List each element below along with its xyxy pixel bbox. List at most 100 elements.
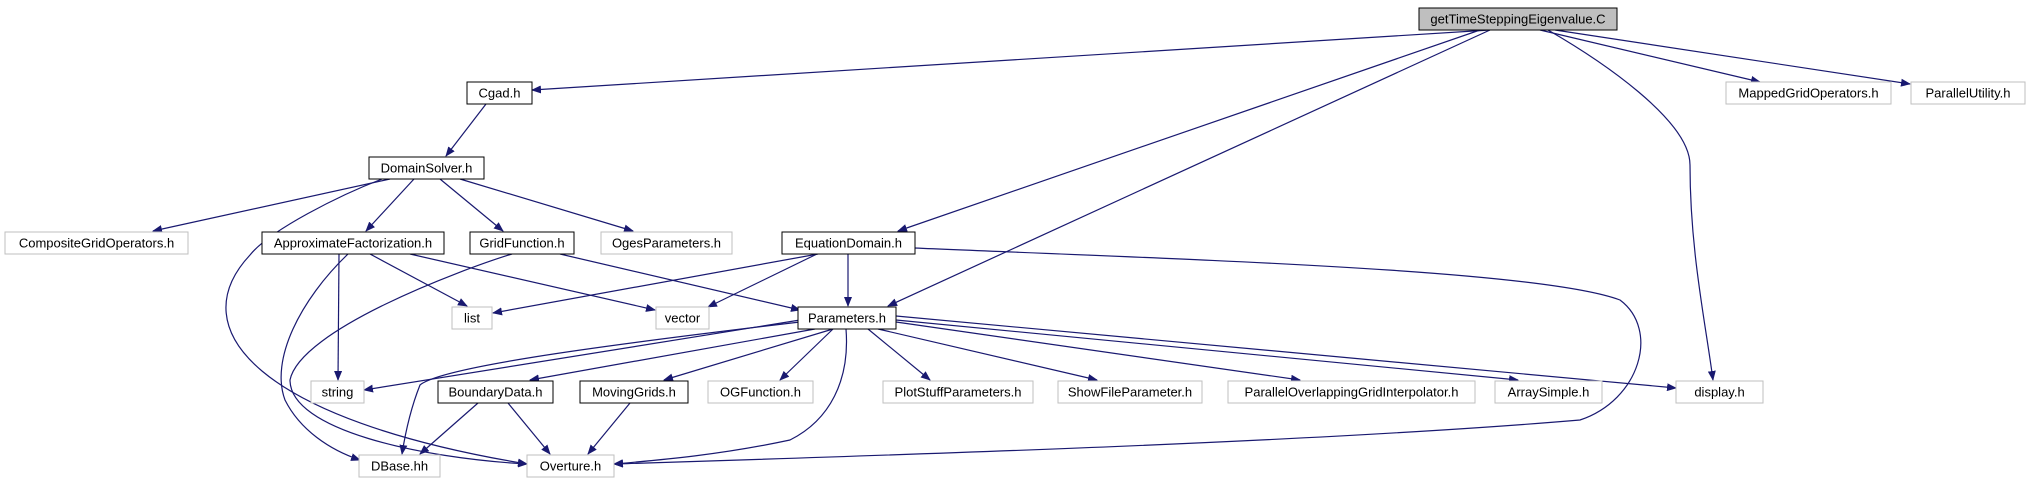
node-gf[interactable]: GridFunction.h: [469, 231, 575, 255]
nodes-layer: getTimeSteppingEigenvalue.C Cgad.h MappedG…: [4, 7, 2026, 478]
node-box-display: [1675, 380, 1764, 404]
node-box-pogi: [1227, 380, 1476, 404]
node-box-ds: [368, 156, 485, 180]
node-mg[interactable]: MovingGrids.h: [579, 380, 689, 404]
edge-root-to-pu: [1554, 29, 1911, 87]
node-label-pu: ParallelUtility.h: [1925, 86, 2010, 101]
node-params[interactable]: Parameters.h: [797, 306, 897, 330]
edge-af-to-string: [334, 253, 343, 381]
node-box-af: [261, 231, 445, 255]
node-box-params: [797, 306, 897, 330]
edge-params-to-psp: [867, 328, 931, 381]
edge-root-to-mgo: [1539, 29, 1761, 84]
node-ogf: OGFunction.h: [707, 380, 814, 404]
edge-mg-to-overture: [587, 402, 631, 455]
node-string: string: [310, 380, 365, 404]
edge-bd-to-overture: [507, 402, 551, 455]
node-label-sfp: ShowFileParameter.h: [1068, 385, 1192, 400]
node-display: display.h: [1675, 380, 1764, 404]
edge-params-to-pogi: [895, 321, 1301, 383]
node-label-mg: MovingGrids.h: [592, 385, 676, 400]
edge-ds-to-cgo: [152, 178, 391, 233]
node-mgo: MappedGridOperators.h: [1725, 81, 1892, 105]
node-label-mgo: MappedGridOperators.h: [1738, 86, 1878, 101]
node-box-as: [1494, 380, 1603, 404]
node-label-ed: EquationDomain.h: [795, 236, 902, 251]
node-box-mgo: [1725, 81, 1892, 105]
node-box-list: [451, 306, 493, 330]
edge-params-to-as: [895, 319, 1519, 384]
edge-ed-to-vector: [707, 253, 818, 308]
node-label-ds: DomainSolver.h: [381, 161, 473, 176]
node-root[interactable]: getTimeSteppingEigenvalue.C: [1418, 7, 1618, 31]
node-ogp: OgesParameters.h: [600, 231, 733, 255]
node-label-ogp: OgesParameters.h: [612, 236, 721, 251]
node-box-cgad: [466, 81, 533, 105]
node-label-cgad: Cgad.h: [479, 86, 521, 101]
edge-af-to-dbase: [280, 253, 361, 461]
node-box-string: [310, 380, 365, 404]
edge-params-to-mg: [663, 328, 834, 382]
edge-gf-to-overture: [289, 253, 528, 468]
node-label-bd: BoundaryData.h: [449, 385, 543, 400]
node-pogi: ParallelOverlappingGridInterpolator.h: [1227, 380, 1476, 404]
edge-params-to-sfp: [877, 328, 1098, 382]
node-label-params: Parameters.h: [808, 311, 886, 326]
node-label-list: list: [464, 311, 480, 326]
node-as: ArraySimple.h: [1494, 380, 1603, 404]
node-dbase: DBase.hh: [358, 454, 441, 478]
node-box-overture: [526, 454, 615, 478]
edge-af-to-list: [369, 253, 468, 307]
node-sfp: ShowFileParameter.h: [1057, 380, 1203, 404]
node-label-pogi: ParallelOverlappingGridInterpolator.h: [1245, 385, 1459, 400]
node-box-vector: [655, 306, 710, 330]
node-box-gf: [469, 231, 575, 255]
edge-params-to-overture: [613, 328, 848, 468]
edge-ed-to-overture: [613, 247, 1642, 468]
edge-params-to-string: [363, 319, 801, 393]
node-box-pu: [1910, 81, 2026, 105]
node-label-string: string: [322, 385, 354, 400]
node-box-sfp: [1057, 380, 1203, 404]
edge-params-to-display: [895, 315, 1677, 392]
node-label-af: ApproximateFactorization.h: [274, 236, 432, 251]
edge-ds-to-gf: [439, 178, 504, 232]
node-box-root: [1418, 7, 1618, 31]
node-label-gf: GridFunction.h: [479, 236, 564, 251]
edge-root-to-ed: [897, 29, 1481, 232]
edge-params-to-dbase: [399, 321, 801, 455]
node-ds[interactable]: DomainSolver.h: [368, 156, 485, 180]
node-label-display: display.h: [1694, 385, 1744, 400]
node-box-psp: [882, 380, 1034, 404]
node-box-dbase: [358, 454, 441, 478]
node-vector: vector: [655, 306, 710, 330]
edge-ds-to-overture: [225, 178, 528, 467]
edge-ds-to-af: [365, 178, 415, 232]
edge-bd-to-dbase: [419, 402, 479, 455]
node-box-bd: [437, 380, 554, 404]
edge-params-to-ogf: [779, 328, 834, 381]
node-label-overture: Overture.h: [540, 459, 601, 474]
edge-af-to-vector: [409, 253, 656, 312]
node-label-ogf: OGFunction.h: [720, 385, 801, 400]
node-af[interactable]: ApproximateFactorization.h: [261, 231, 445, 255]
node-bd[interactable]: BoundaryData.h: [437, 380, 554, 404]
node-cgad[interactable]: Cgad.h: [466, 81, 533, 105]
edge-ds-to-ogp: [459, 178, 634, 233]
node-pu: ParallelUtility.h: [1910, 81, 2026, 105]
node-box-cgo: [4, 231, 189, 255]
edge-root-to-params: [887, 29, 1491, 307]
node-label-psp: PlotStuffParameters.h: [895, 385, 1022, 400]
node-label-as: ArraySimple.h: [1508, 385, 1590, 400]
node-list: list: [451, 306, 493, 330]
node-label-dbase: DBase.hh: [371, 459, 428, 474]
edge-gf-to-params: [559, 253, 801, 312]
node-overture: Overture.h: [526, 454, 615, 478]
node-ed[interactable]: EquationDomain.h: [781, 231, 916, 255]
edge-cgad-to-ds: [445, 103, 487, 157]
node-box-mg: [579, 380, 689, 404]
edge-root-to-cgad: [531, 29, 1491, 94]
node-label-vector: vector: [665, 311, 701, 326]
node-box-ogp: [600, 231, 733, 255]
